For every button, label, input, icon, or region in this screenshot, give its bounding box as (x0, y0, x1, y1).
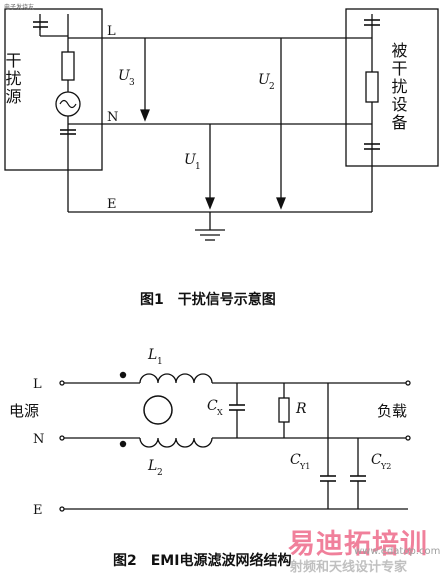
ground-icon (195, 212, 225, 241)
term-N: N (33, 432, 44, 447)
watermark-sub: 射频和天线设计专家 (290, 560, 408, 575)
term-E: E (33, 503, 43, 518)
label-u2-sub: 2 (269, 82, 275, 92)
label-N: N (107, 110, 118, 125)
device-resistor (365, 71, 379, 103)
label-source: 干扰源 (3, 52, 22, 106)
capacitor-cy1 (320, 383, 336, 509)
capacitor-cy2 (350, 438, 366, 509)
core-icon (143, 395, 173, 425)
label-u2: U (258, 72, 271, 88)
label-cy1: C (290, 452, 301, 468)
voltage-arrows (140, 38, 286, 210)
common-mode-choke (119, 371, 213, 448)
figure-2: L N E 电源 负载 L 1 L 2 C X R C Y1 C Y2 (9, 347, 411, 518)
watermark-url: www.edatop.com (354, 546, 441, 557)
label-r: R (295, 401, 307, 417)
term-L: L (33, 377, 42, 392)
device-box (345, 8, 439, 167)
label-cy1-sub: Y1 (299, 462, 310, 471)
label-l1-sub: 1 (157, 357, 163, 367)
source-resistor (61, 51, 75, 81)
corner-logo: 电子发烧友 (4, 4, 35, 11)
label-cx-sub: X (217, 408, 223, 417)
label-u1: U (184, 152, 197, 168)
resistor-r (278, 383, 290, 438)
label-load: 负载 (377, 402, 407, 420)
label-cy2-sub: Y2 (380, 462, 391, 471)
label-cx: C (207, 398, 218, 414)
label-u3: U (118, 68, 131, 84)
label-power: 电源 (9, 402, 39, 420)
figure-1-caption: 图1 干扰信号示意图 (140, 292, 276, 308)
device-chain (364, 14, 380, 212)
label-u3-sub: 3 (129, 78, 135, 88)
source-box (4, 8, 103, 171)
label-l2-sub: 2 (157, 468, 163, 478)
label-E: E (107, 197, 117, 212)
label-u1-sub: 1 (195, 162, 201, 172)
watermark-main: 易迪拓培训 (288, 529, 428, 560)
label-device: 被干扰设备 (389, 42, 408, 132)
source-chain (33, 14, 81, 212)
label-cy2: C (371, 452, 382, 468)
label-l1: L (147, 347, 157, 363)
figure-1: L N E U 3 U 2 U 1 干扰源 被干扰设备 (3, 8, 439, 241)
capacitor-cx (229, 383, 245, 438)
figure-2-caption: 图2 EMI电源滤波网络结构 (113, 553, 292, 569)
label-L: L (107, 24, 116, 39)
label-l2: L (147, 458, 157, 474)
